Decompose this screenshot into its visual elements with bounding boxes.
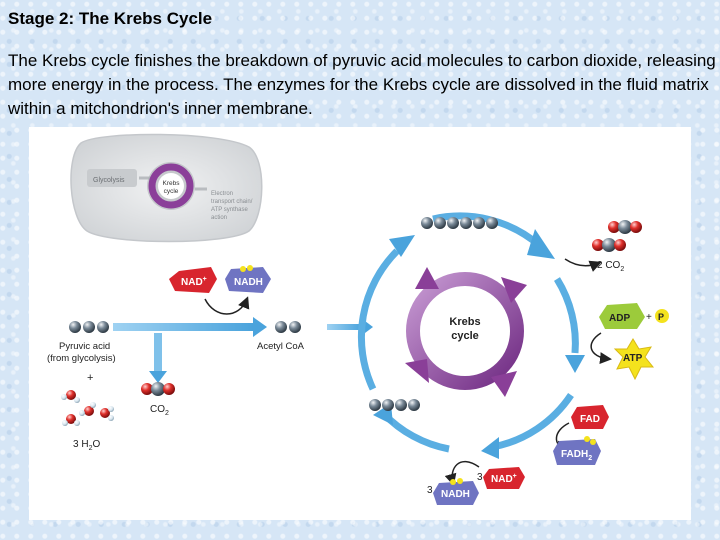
fad-label: FAD bbox=[580, 414, 600, 425]
nad-to-nadh-left: NAD+ NADH bbox=[169, 265, 271, 315]
fadh2-label: FADH2 bbox=[561, 449, 592, 462]
cycle-label-2: cycle bbox=[451, 330, 479, 342]
co2-right-label: 2 CO2 bbox=[597, 260, 624, 273]
diagram-svg: Glycolysis Krebs cycle Electron transpor… bbox=[47, 133, 669, 505]
inset-glycolysis-label: Glycolysis bbox=[93, 177, 125, 184]
inset-krebs-label-2: cycle bbox=[164, 188, 179, 195]
phosphate-shape bbox=[655, 309, 669, 323]
adp-shape bbox=[599, 303, 645, 329]
inset-etc-label-1: Electron bbox=[211, 191, 233, 197]
carbon-chain-bottom bbox=[369, 399, 420, 411]
water-molecules: 3 H2O bbox=[61, 390, 114, 452]
nadh-bottom-shape bbox=[433, 481, 479, 505]
outer-cycle-arrows bbox=[357, 212, 585, 459]
nad3-coef-label: 3 bbox=[477, 472, 483, 483]
water-label: 3 H2O bbox=[73, 439, 100, 452]
fad-shape bbox=[571, 405, 609, 429]
nad-bottom-shape bbox=[483, 467, 525, 489]
pyruvic-label-1: Pyruvic acid bbox=[59, 341, 110, 352]
nadh-label: NADH bbox=[234, 277, 263, 288]
cycle-label-1: Krebs bbox=[449, 316, 480, 328]
adp-plus-label: + bbox=[646, 312, 652, 323]
inset-etc-label-3: ATP synthase bbox=[211, 207, 248, 213]
purple-cycle-ring bbox=[406, 272, 524, 390]
nad-plus-label: NAD+ bbox=[181, 276, 207, 288]
inset-etc-label-2: transport chain/ bbox=[211, 199, 253, 205]
nad-to-nadh-bottom: 3 NAD+ 3 NADH bbox=[427, 460, 525, 505]
co2-left: CO2 bbox=[141, 382, 175, 417]
description-paragraph: The Krebs cycle finishes the breakdown o… bbox=[8, 51, 716, 118]
pyruvic-label-2: (from glycolysis) bbox=[47, 353, 116, 364]
inset-glycolysis-box bbox=[87, 169, 137, 187]
nadh-bottom-label: NADH bbox=[441, 489, 470, 500]
carbon-chain-top bbox=[421, 217, 498, 229]
fadh2-shape bbox=[553, 439, 601, 465]
inset-krebs-ring bbox=[148, 163, 194, 209]
acetyl-coa-label: Acetyl CoA bbox=[257, 341, 305, 352]
nad-bottom-label: NAD+ bbox=[491, 473, 517, 485]
adp-label: ADP bbox=[609, 313, 630, 324]
page-title: Stage 2: The Krebs Cycle bbox=[8, 9, 213, 28]
co2-left-label: CO2 bbox=[150, 404, 169, 417]
fad-to-fadh2: FAD FADH2 bbox=[553, 405, 609, 465]
inner-krebs-cycle: Krebs cycle bbox=[405, 267, 527, 397]
nadh-shape bbox=[225, 267, 271, 293]
pyruvate-to-acetyl-arrow bbox=[113, 317, 267, 383]
plus-label: + bbox=[87, 372, 93, 384]
pyruvic-acid: Pyruvic acid (from glycolysis) + bbox=[47, 321, 116, 384]
atp-shape bbox=[613, 338, 655, 381]
phosphate-label: P bbox=[658, 312, 664, 322]
acetyl-to-cycle-arrow bbox=[327, 318, 373, 336]
atp-label: ATP bbox=[623, 353, 643, 364]
inset-mitochondrion: Glycolysis Krebs cycle Electron transpor… bbox=[70, 133, 263, 243]
nad-reduction-arrow bbox=[204, 296, 250, 315]
inset-krebs-label-1: Krebs bbox=[163, 180, 181, 187]
nadh3-coef-label: 3 bbox=[427, 485, 433, 496]
nad-plus-shape bbox=[169, 267, 217, 293]
adp-to-atp: ADP + P ATP bbox=[590, 303, 669, 381]
krebs-cycle-diagram: Glycolysis Krebs cycle Electron transpor… bbox=[29, 127, 691, 520]
co2-right: 2 CO2 bbox=[564, 220, 642, 273]
acetyl-coa: Acetyl CoA bbox=[257, 321, 305, 352]
inset-etc-label-4: action bbox=[211, 215, 227, 221]
